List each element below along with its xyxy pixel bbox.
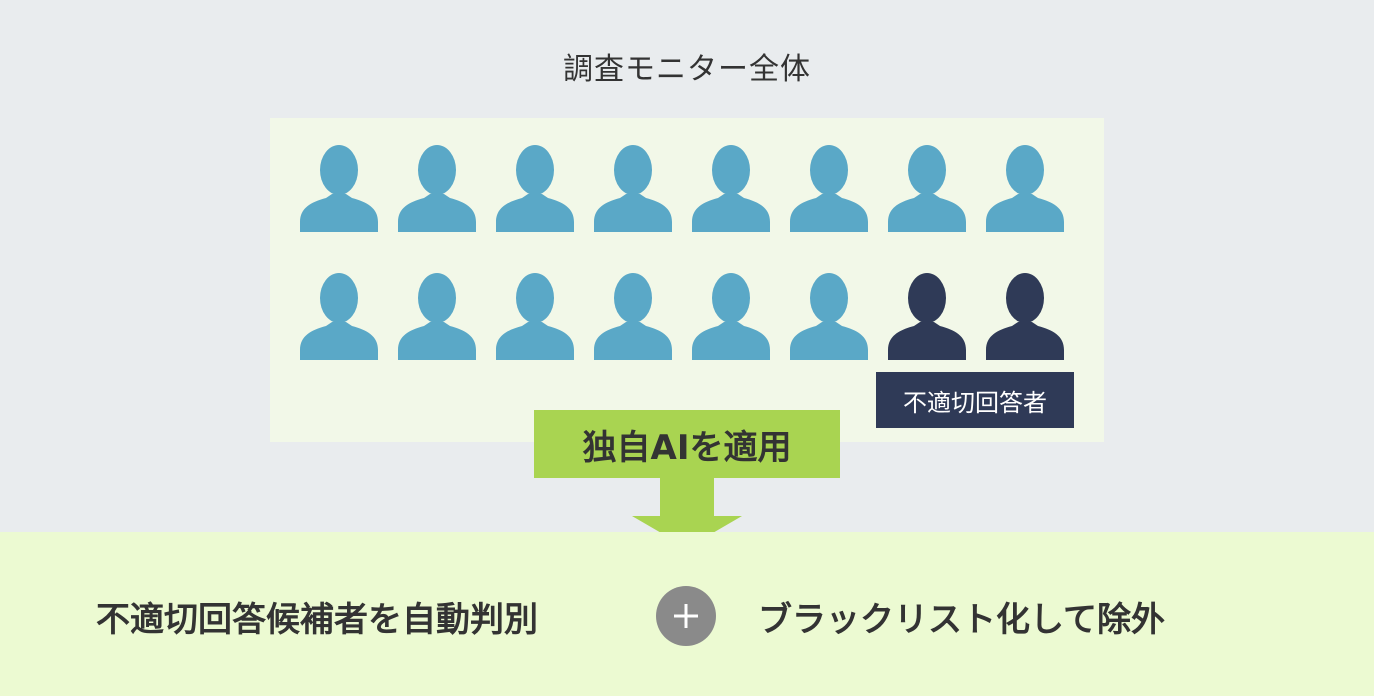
auto-detect-text: 不適切回答候補者を自動判別 xyxy=(96,599,538,640)
flagged-person-icon xyxy=(985,270,1065,360)
person-icon xyxy=(495,142,575,232)
person-icon xyxy=(691,142,771,232)
person-icon xyxy=(299,142,379,232)
person-icon xyxy=(985,142,1065,232)
person-icon xyxy=(495,270,575,360)
person-icon xyxy=(789,142,869,232)
person-icon xyxy=(397,270,477,360)
person-icon xyxy=(299,270,379,360)
page-title: 調査モニター全体 xyxy=(563,52,811,87)
blacklist-exclude-text: ブラックリスト化して除外 xyxy=(758,599,1165,640)
plus-icon xyxy=(656,586,716,646)
person-icon xyxy=(887,142,967,232)
person-icon xyxy=(593,142,673,232)
person-icon xyxy=(789,270,869,360)
down-arrow-icon xyxy=(632,478,742,548)
ai-apply-box: 独自AIを適用 xyxy=(534,410,840,478)
person-icon xyxy=(593,270,673,360)
inappropriate-respondent-label: 不適切回答者 xyxy=(876,372,1074,428)
person-icon xyxy=(691,270,771,360)
flagged-person-icon xyxy=(887,270,967,360)
person-icon xyxy=(397,142,477,232)
